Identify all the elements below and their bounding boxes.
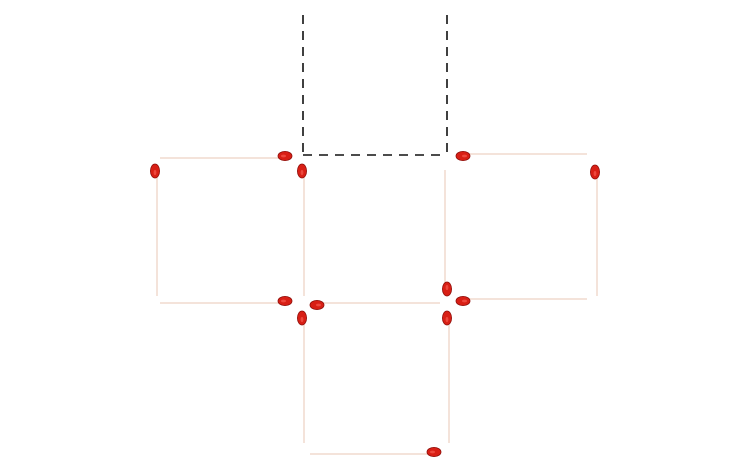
match-head-highlight [461, 299, 468, 303]
match-head-highlight [593, 170, 597, 177]
match-left-square-bottom [160, 295, 293, 306]
dashed-square-outline [302, 15, 448, 156]
match-head-highlight [300, 316, 304, 323]
match-head-highlight [280, 299, 287, 303]
match-right-square-right [589, 164, 600, 296]
match-head-highlight [300, 169, 304, 176]
match-bottom-square-bottom [310, 446, 442, 457]
match-head-highlight [153, 169, 157, 176]
match-head-highlight [445, 284, 449, 291]
match-head-highlight [461, 154, 468, 158]
match-left-square-left [149, 163, 160, 296]
match-head-highlight [280, 154, 287, 158]
match-head-highlight [445, 316, 449, 323]
match-center-square-right [442, 170, 453, 297]
matchsticks-group [149, 150, 600, 457]
match-center-square-top [309, 300, 440, 311]
match-bottom-square-right [441, 310, 452, 443]
match-head-highlight [315, 303, 322, 307]
match-right-square-bottom [455, 296, 587, 307]
match-left-square-top [160, 150, 293, 161]
match-left-square-right [296, 163, 307, 296]
match-center-square-left [296, 310, 307, 443]
match-head-highlight [429, 450, 436, 454]
match-right-square-top [455, 151, 587, 162]
